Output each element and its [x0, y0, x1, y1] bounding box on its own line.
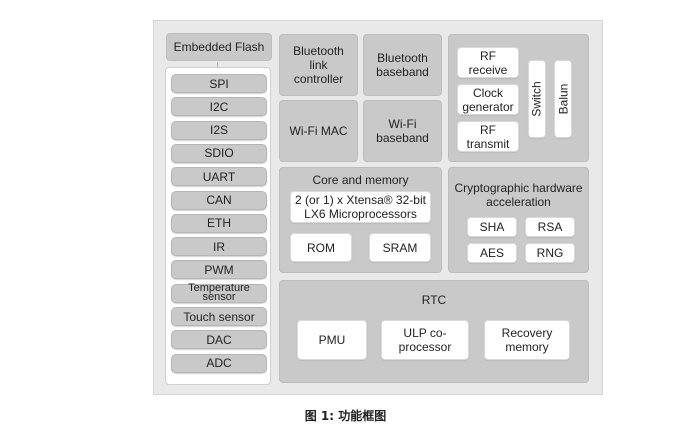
interface-block: IR: [171, 237, 267, 257]
interface-label: SDIO: [204, 146, 234, 161]
interface-label: PWM: [204, 262, 234, 277]
interface-block: Temperature sensor: [171, 282, 267, 304]
interface-block: I2S: [171, 120, 267, 140]
interface-label: DAC: [206, 332, 232, 347]
clock-generator-label: Clock generator: [462, 85, 514, 114]
interface-block: SPI: [171, 74, 267, 93]
bluetooth-baseband-label: Bluetooth baseband: [376, 51, 429, 79]
rf-transmit-block: RF transmit: [457, 121, 519, 152]
interface-block: Touch sensor: [171, 307, 267, 326]
rng-block: RNG: [525, 243, 575, 263]
interface-label: I2S: [209, 123, 228, 138]
interface-label: UART: [202, 169, 236, 184]
sram-label: SRAM: [382, 240, 418, 255]
sha-label: SHA: [479, 220, 505, 234]
interface-label: I2C: [209, 99, 229, 114]
interface-label: ADC: [206, 356, 232, 371]
wifi-baseband-label: Wi-Fi baseband: [376, 117, 429, 145]
rf-transmit-label: RF transmit: [466, 122, 510, 151]
interface-label: SPI: [209, 76, 229, 91]
interface-label: CAN: [206, 193, 232, 207]
flash-connector: [217, 62, 218, 68]
figure-caption: 图 1: 功能框图: [304, 409, 387, 423]
interface-label: ETH: [207, 216, 231, 231]
wifi-mac-block: Wi-Fi MAC: [279, 100, 358, 162]
balun-label: Balun: [556, 83, 571, 115]
wifi-baseband-block: Wi-Fi baseband: [363, 100, 442, 162]
pmu-label: PMU: [318, 333, 346, 347]
sram-block: SRAM: [369, 233, 431, 262]
aes-label: AES: [479, 246, 504, 260]
processor-block: 2 (or 1) x Xtensa® 32-bit LX6 Microproce…: [290, 191, 431, 223]
wifi-mac-label: Wi-Fi MAC: [289, 124, 348, 138]
core-memory-title: Core and memory: [312, 173, 409, 187]
ulp-coprocessor-block: ULP co-processor: [381, 320, 469, 360]
switch-label: Switch: [530, 81, 544, 117]
rsa-label: RSA: [537, 220, 563, 234]
sha-block: SHA: [467, 217, 517, 237]
interface-block: DAC: [171, 330, 267, 350]
rom-label: ROM: [307, 240, 335, 255]
interface-label: Temperature sensor: [188, 282, 250, 304]
interface-block: UART: [171, 167, 267, 187]
bluetooth-link-controller-label: Bluetooth link controller: [293, 44, 344, 86]
rom-block: ROM: [290, 233, 352, 262]
interface-label: Touch sensor: [183, 309, 255, 324]
interface-block: ETH: [171, 213, 267, 233]
interface-block: SDIO: [171, 143, 267, 163]
embedded-flash-label: Embedded Flash: [173, 40, 265, 54]
bluetooth-link-controller-block: Bluetooth link controller: [279, 34, 358, 96]
processor-label: 2 (or 1) x Xtensa® 32-bit LX6 Microproce…: [295, 193, 426, 221]
rf-receive-label: RF receive: [468, 48, 508, 77]
interface-label: IR: [213, 239, 225, 254]
interface-block: I2C: [171, 97, 267, 117]
crypto-title: Cryptographic hardware acceleration: [454, 181, 583, 209]
rsa-block: RSA: [525, 217, 575, 237]
balun-block: Balun: [554, 60, 572, 138]
interface-block: PWM: [171, 260, 267, 280]
bluetooth-baseband-block: Bluetooth baseband: [363, 34, 442, 96]
rng-label: RNG: [536, 246, 564, 260]
ulp-coprocessor-label: ULP co-processor: [398, 326, 452, 354]
pmu-block: PMU: [297, 320, 367, 360]
aes-block: AES: [467, 243, 517, 263]
switch-block: Switch: [528, 60, 546, 138]
clock-generator-block: Clock generator: [457, 84, 519, 115]
rf-receive-block: RF receive: [457, 47, 519, 78]
embedded-flash-block: Embedded Flash: [166, 33, 272, 61]
rtc-title: RTC: [421, 293, 447, 307]
recovery-memory-block: Recovery memory: [484, 320, 570, 360]
recovery-memory-label: Recovery memory: [501, 326, 553, 354]
interface-block: CAN: [171, 190, 267, 210]
interface-block: ADC: [171, 353, 267, 373]
